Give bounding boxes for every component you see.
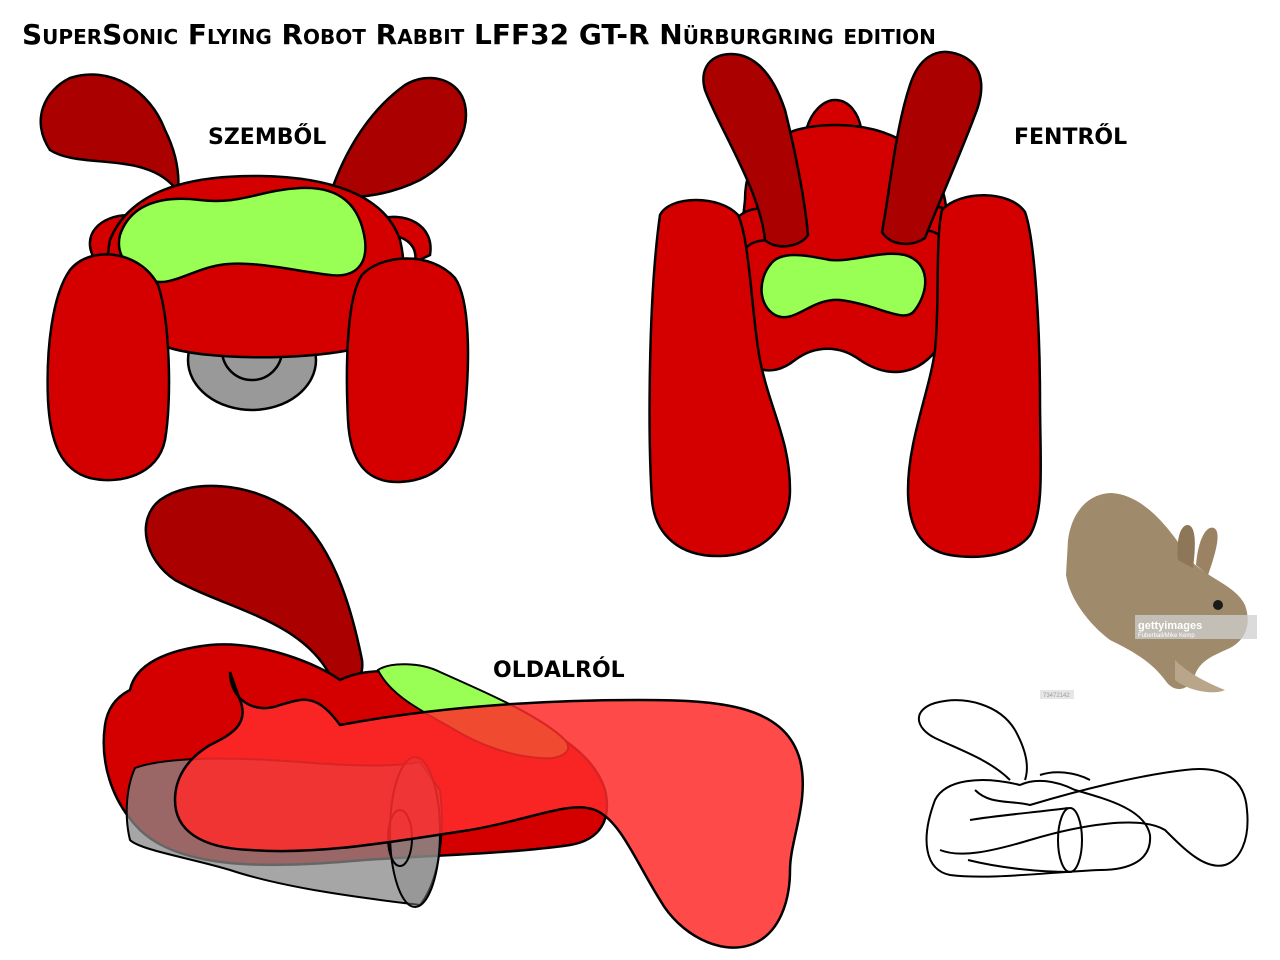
top-view-label: FENTRŐL	[1014, 124, 1127, 150]
front-left-leg	[46, 253, 171, 482]
sketch-visor	[1039, 771, 1091, 781]
side-view-label: OLDALRÓL	[493, 657, 625, 683]
rabbit-body	[1066, 493, 1248, 690]
watermark-id-box	[1040, 690, 1074, 699]
top-right-leg	[906, 194, 1043, 559]
side-view	[102, 484, 805, 949]
watermark-brand: gettyimages	[1138, 620, 1202, 632]
top-view	[648, 50, 1043, 559]
watermark-credit: Fuberball/Mike Kemp	[1138, 633, 1195, 639]
watermark-id: 73472142	[1043, 693, 1070, 699]
front-right-leg	[345, 257, 470, 484]
side-ear	[144, 484, 364, 685]
sketch-ear	[917, 699, 1028, 781]
top-left-leg	[648, 198, 792, 558]
front-left-ear	[39, 73, 180, 196]
rabbit-eye	[1213, 600, 1223, 610]
rabbit-ear-1	[1177, 525, 1195, 568]
front-right-ear	[328, 76, 468, 199]
top-left-ear	[702, 52, 810, 248]
rabbit-photo: gettyimages Fuberball/Mike Kemp 73472142	[1040, 493, 1257, 699]
sketch-tail	[939, 768, 1249, 867]
front-wheel-hub	[220, 349, 284, 382]
front-view-label: SZEMBŐL	[208, 124, 326, 150]
front-view	[39, 73, 470, 484]
drawing-title: SuperSonic Flying Robot Rabbit LFF32 GT-…	[22, 18, 936, 51]
line-sketch	[917, 699, 1249, 878]
rabbit-ear-2	[1196, 527, 1218, 575]
sketch-body	[925, 779, 1152, 878]
rabbit-hind-leg	[1175, 660, 1225, 693]
sketch-engine-rim	[1057, 807, 1083, 873]
sketch-engine	[967, 807, 1071, 873]
front-visor	[117, 186, 367, 284]
top-visor	[760, 252, 927, 319]
top-right-ear	[880, 50, 983, 246]
side-tail	[173, 671, 805, 949]
watermark-band	[1135, 615, 1257, 639]
